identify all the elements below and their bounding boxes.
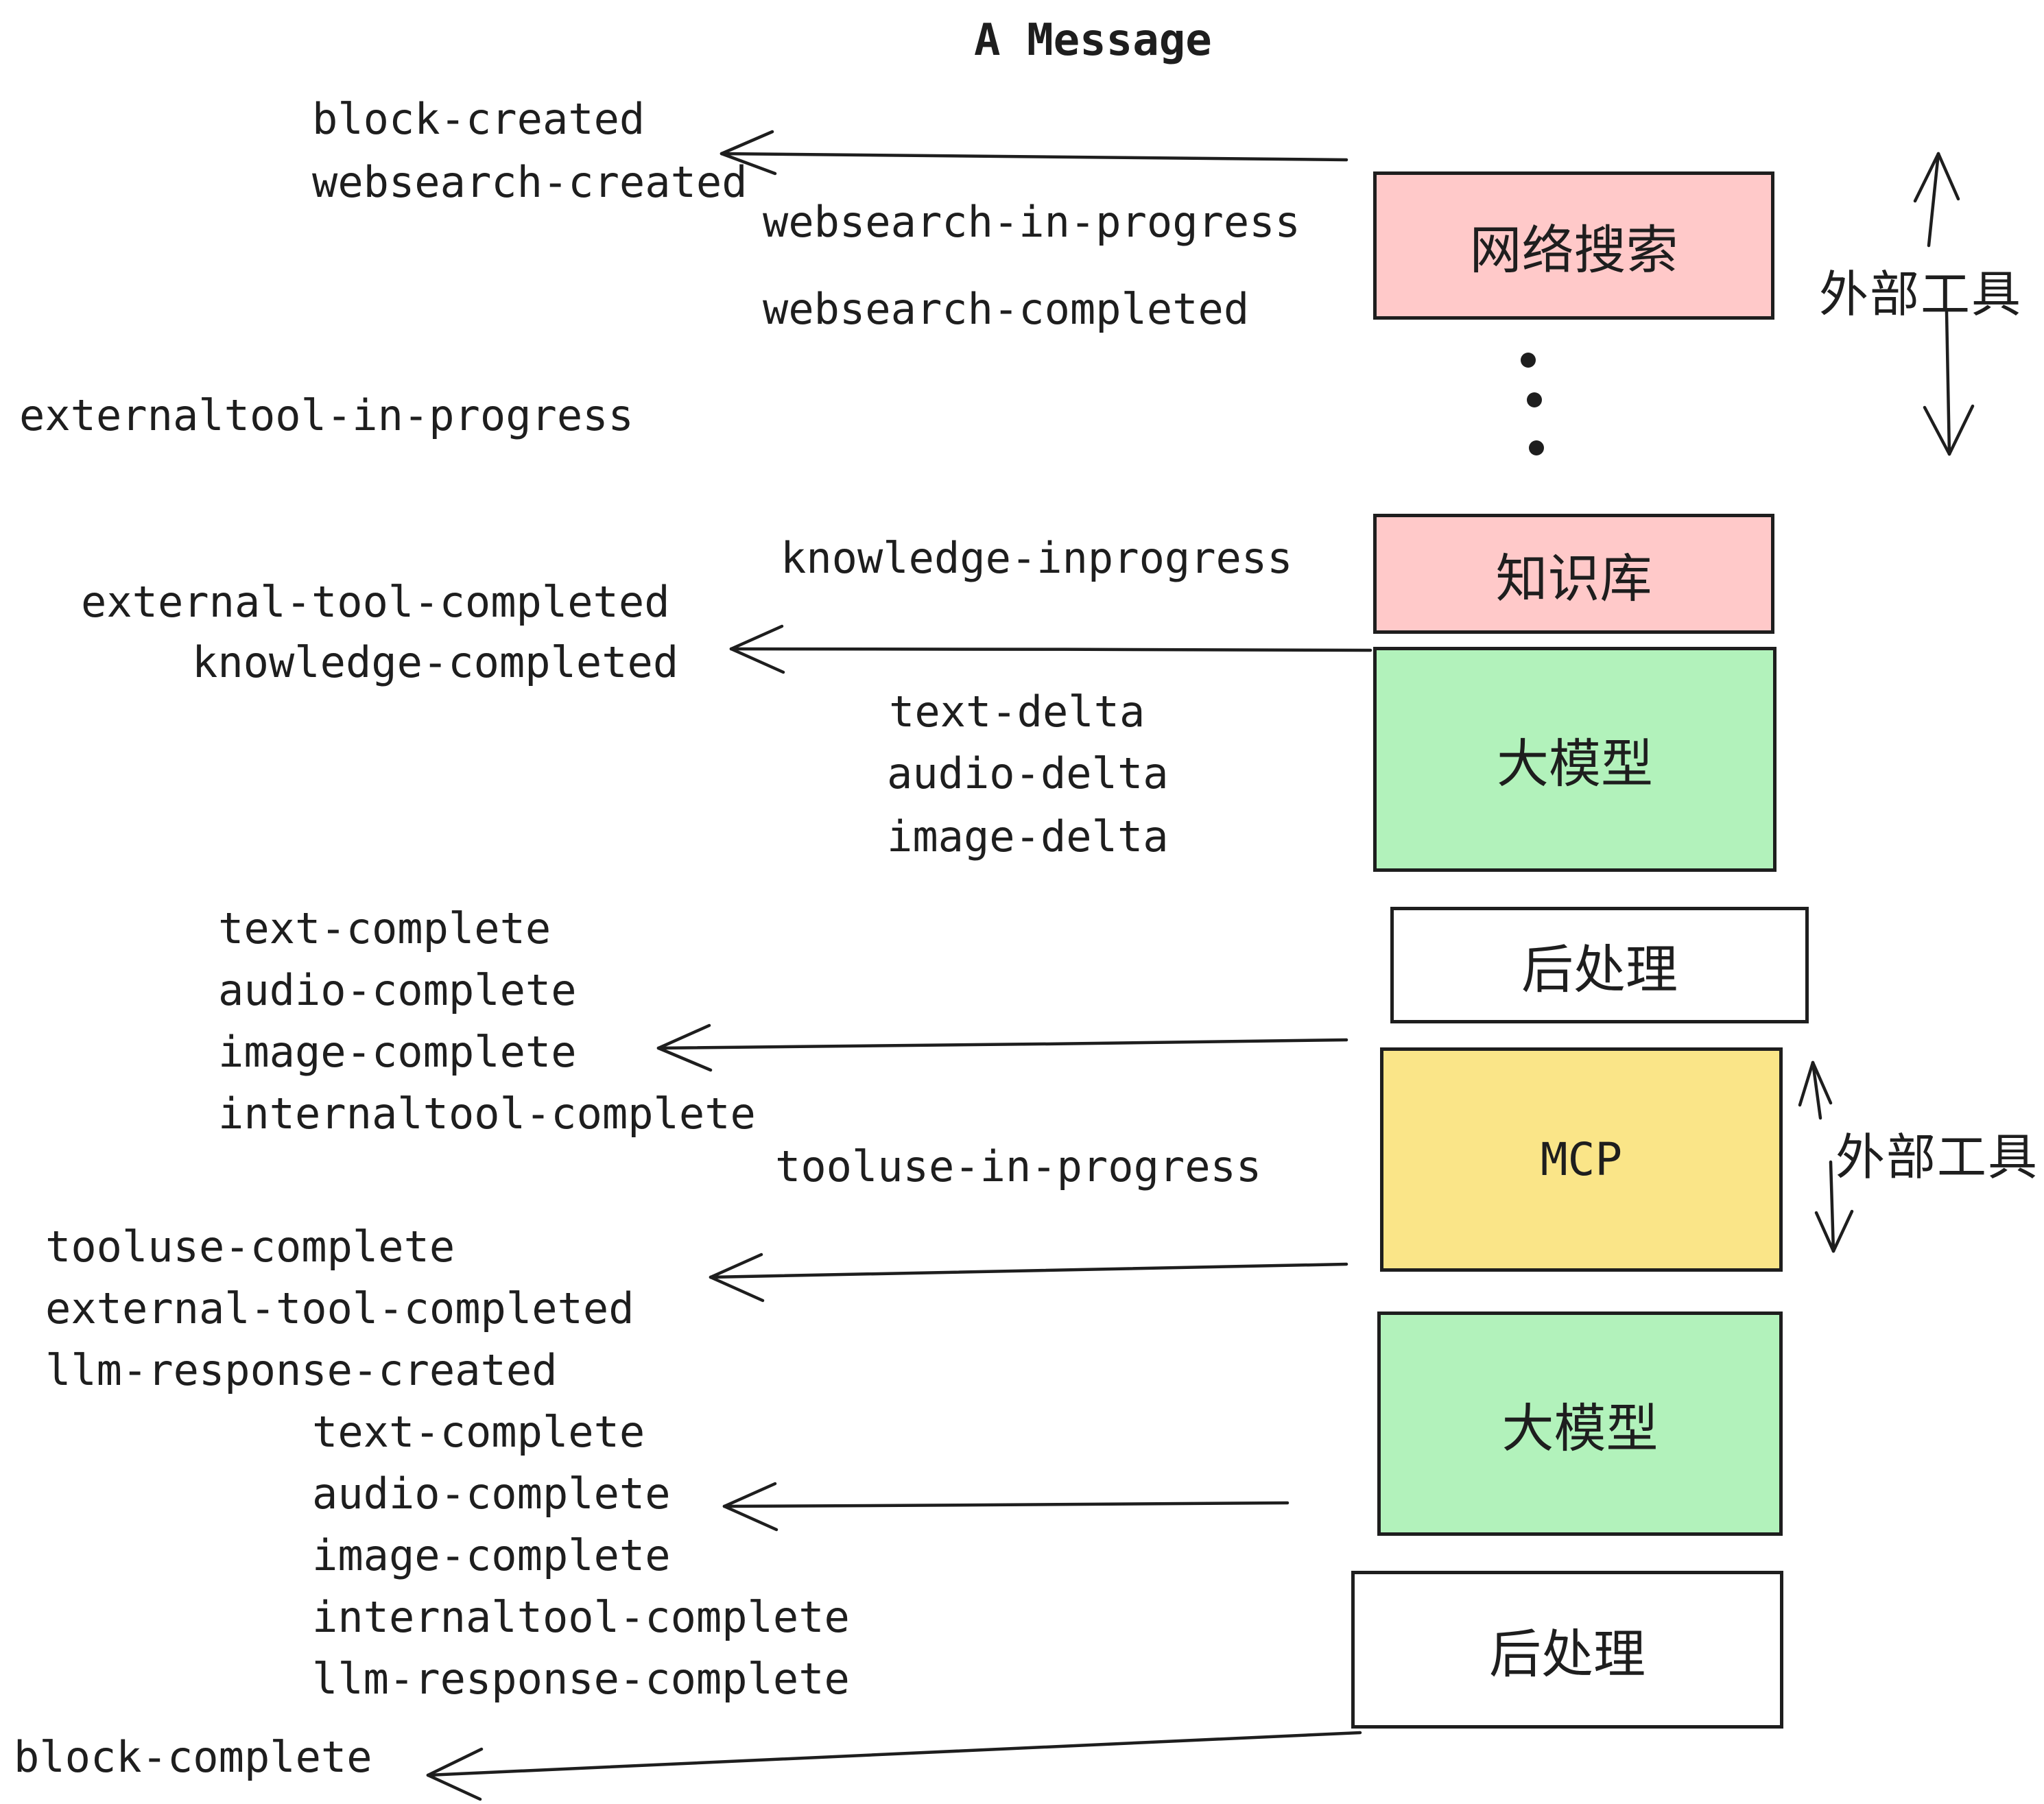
arrow-to-websearch-created <box>720 130 1348 176</box>
box-knowledge: 知识库 <box>1373 514 1774 634</box>
box-mcp: MCP <box>1380 1047 1783 1272</box>
event-image-complete-2: image-complete <box>312 1530 671 1580</box>
box-mcp-label: MCP <box>1540 1133 1623 1186</box>
event-external-tool-completed: external-tool-completed <box>81 577 670 627</box>
event-internaltool-complete: internaltool-complete <box>218 1089 756 1139</box>
event-internaltool-complete-2: internaltool-complete <box>312 1592 850 1642</box>
external-tools-2-up-arrow <box>1798 1060 1833 1120</box>
external-tools-label-2: 外部工具 <box>1835 1130 2039 1185</box>
box-postprocess-2: 后处理 <box>1351 1571 1783 1729</box>
arrow-to-knowledge-completed <box>729 624 1372 674</box>
event-knowledge-inprogress: knowledge-inprogress <box>781 533 1293 583</box>
event-tooluse-complete: tooluse-complete <box>45 1222 455 1272</box>
event-image-delta: image-delta <box>887 811 1169 862</box>
event-websearch-completed: websearch-completed <box>763 284 1250 334</box>
box-llm-2-label: 大模型 <box>1501 1399 1659 1458</box>
event-text-delta: text-delta <box>889 687 1145 737</box>
external-tools-label-1: 外部工具 <box>1819 268 2023 322</box>
external-tools-down-arrow <box>1923 310 1975 456</box>
event-text-complete-2: text-complete <box>312 1407 645 1457</box>
event-external-tool-completed-2: external-tool-completed <box>45 1283 634 1333</box>
event-audio-complete-2: audio-complete <box>312 1469 671 1519</box>
arrow-to-block-complete <box>426 1731 1362 1801</box>
event-websearch-created: websearch-created <box>312 157 748 207</box>
external-tools-up-arrow <box>1913 152 1960 248</box>
event-llm-response-complete: llm-response-complete <box>312 1654 850 1704</box>
event-block-created: block-created <box>312 94 645 144</box>
ellipsis-dots <box>1521 353 1544 455</box>
box-postprocess-2-label: 后处理 <box>1489 1626 1645 1684</box>
event-knowledge-completed: knowledge-completed <box>192 637 679 687</box>
event-text-complete: text-complete <box>218 903 551 953</box>
arrow-to-image-complete <box>656 1023 1348 1072</box>
event-image-complete: image-complete <box>218 1027 577 1077</box>
event-audio-delta: audio-delta <box>887 748 1169 798</box>
event-block-complete: block-complete <box>14 1732 372 1782</box>
page-title: A Message <box>974 15 1212 66</box>
event-tooluse-in-progress: tooluse-in-progress <box>775 1141 1262 1191</box>
arrow-to-audio-complete <box>722 1482 1290 1532</box>
arrow-to-tooluse-complete <box>709 1253 1348 1303</box>
box-websearch: 网络搜索 <box>1373 171 1774 320</box>
box-postprocess-1-label: 后处理 <box>1521 941 1678 999</box>
event-llm-response-created: llm-response-created <box>45 1345 558 1395</box>
box-llm-1-label: 大模型 <box>1497 735 1653 794</box>
box-knowledge-label: 知识库 <box>1495 549 1652 608</box>
box-llm-1: 大模型 <box>1373 647 1776 872</box>
box-websearch-label: 网络搜索 <box>1469 222 1678 280</box>
box-llm-2: 大模型 <box>1377 1312 1783 1536</box>
box-postprocess-1: 后处理 <box>1390 907 1809 1023</box>
event-audio-complete: audio-complete <box>218 965 577 1015</box>
event-externaltool-in-progress: externaltool-in-progress <box>19 390 634 440</box>
event-websearch-in-progress: websearch-in-progress <box>763 197 1300 247</box>
